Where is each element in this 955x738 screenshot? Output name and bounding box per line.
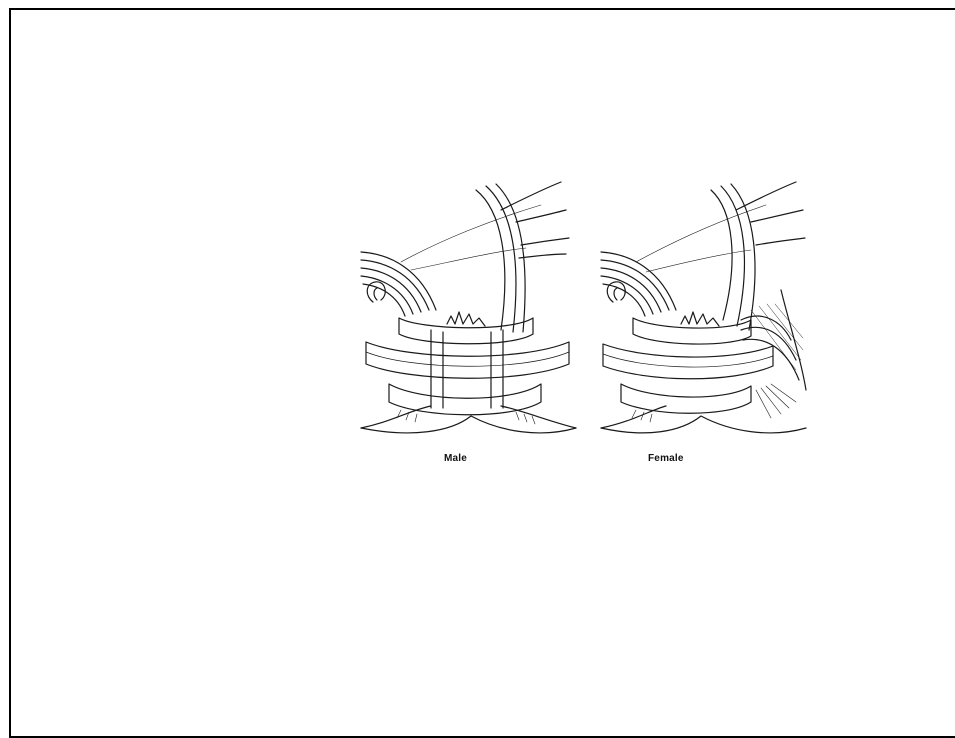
male-illustration bbox=[351, 170, 581, 450]
anatomy-figure: Male Female bbox=[351, 170, 821, 480]
male-caption: Male bbox=[444, 453, 467, 464]
slide-frame: Male Female bbox=[9, 8, 955, 738]
female-caption: Female bbox=[648, 453, 684, 464]
female-illustration bbox=[591, 170, 821, 450]
